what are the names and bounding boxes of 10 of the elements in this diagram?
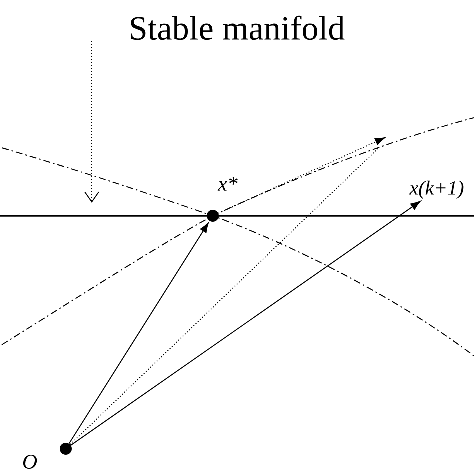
point-label: O xyxy=(23,454,38,470)
point-label: x* xyxy=(218,177,238,191)
arrow xyxy=(68,222,209,444)
point-dot xyxy=(207,210,219,222)
point-label: x(k+1) xyxy=(409,180,464,200)
arrow xyxy=(218,137,386,214)
diagram-title: Stable manifold xyxy=(131,16,345,40)
point-dot xyxy=(60,443,72,455)
arrow xyxy=(70,201,421,446)
arrow xyxy=(84,40,100,203)
